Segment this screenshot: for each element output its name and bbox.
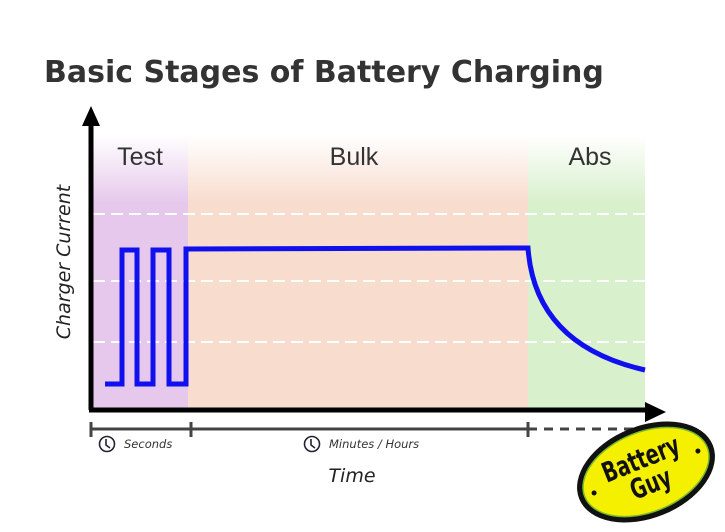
bulk-phase-region [188, 135, 528, 408]
diagram-title: Basic Stages of Battery Charging [44, 55, 604, 90]
phase-label-abs: Abs [568, 143, 611, 171]
x-axis-label: Time [328, 465, 375, 487]
y-axis-arrow [82, 106, 100, 126]
test-phase-region [93, 135, 188, 408]
x-axis-arrow [645, 402, 666, 422]
clock-icon [303, 435, 321, 453]
battery-guy-logo: Battery Guy [577, 421, 715, 523]
y-axis-label: Charger Current [53, 183, 75, 339]
seconds-label: Seconds [124, 437, 172, 451]
phase-label-bulk: Bulk [330, 143, 379, 171]
phase-label-test: Test [117, 143, 163, 171]
timeline [89, 422, 640, 437]
axes [82, 106, 666, 422]
clock-icon [98, 435, 116, 453]
charger-current-line [105, 245, 646, 387]
minutes-hours-label: Minutes / Hours [329, 437, 419, 451]
